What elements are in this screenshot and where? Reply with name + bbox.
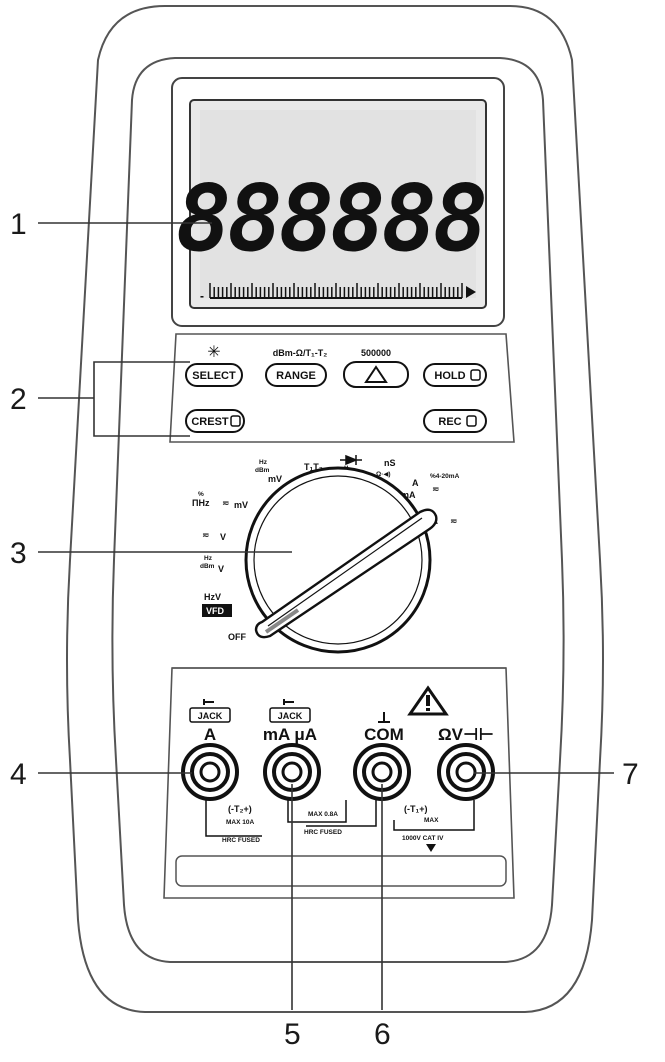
lcd-digits: 888888 (176, 165, 485, 272)
dial-label-hz: Hz (259, 459, 268, 466)
jack-note-max: MAX (424, 817, 439, 824)
diode-icon (340, 454, 362, 466)
jack-note-t1: (-T₁+) (404, 804, 427, 814)
dial-label-a: A (412, 478, 419, 488)
dial-label-dbm-v: dBm (200, 563, 215, 570)
svg-text:RANGE: RANGE (276, 370, 316, 382)
callout-2: 2 (10, 383, 27, 416)
jack-bracket-v (393, 800, 475, 831)
jack-label-com: COM (364, 725, 404, 744)
dial-label-dc-mv: mV (234, 500, 248, 510)
bottom-slot (175, 855, 507, 887)
warning-icon (407, 685, 449, 716)
dial-label-acdc-hz-top: ≂ (432, 484, 440, 494)
crest-button[interactable]: CREST (185, 409, 245, 433)
jack-note-hrc-ma: HRC FUSED (304, 829, 342, 836)
dial-label-v-ac: V (218, 564, 224, 574)
dial-label-diode: Ω·◀) (376, 471, 391, 478)
dial-label-pct: % (198, 491, 204, 498)
svg-text:CREST: CREST (191, 416, 229, 428)
jack-note-max08a: MAX 0.8A (308, 811, 338, 818)
dial-label-acdc-v: ≂ (202, 530, 210, 540)
rec-indicator-icon (466, 415, 477, 427)
range-caption: dBm-Ω/T₁-T₂ (273, 348, 327, 358)
jack-label-ohm-v: ΩV⊣⊢ (438, 725, 494, 744)
dial-label-acdc-mv: ≂ (222, 498, 230, 508)
svg-text:JACK: JACK (198, 711, 223, 721)
callout-6: 6 (374, 1018, 391, 1051)
dial-label-t1t2: T₁T₂ (304, 462, 323, 472)
callout-4: 4 (10, 758, 27, 791)
delta-caption: 500000 (361, 348, 391, 358)
range-button[interactable]: RANGE (265, 363, 327, 387)
jack-com[interactable] (353, 743, 411, 801)
dial-label-ma: mA (401, 490, 416, 500)
hold-button[interactable]: HOLD (423, 363, 487, 387)
dial-label-dbm: dBm (255, 467, 270, 474)
jack-bracket-com (306, 800, 377, 827)
jack-note-t2: (-T₂+) (228, 804, 252, 814)
svg-text:JACK: JACK (278, 711, 303, 721)
svg-text:HOLD: HOLD (434, 370, 465, 382)
jack-note-cat: 1000V CAT IV (402, 835, 444, 842)
rotary-switch[interactable] (244, 466, 438, 654)
rec-button[interactable]: REC (423, 409, 487, 433)
ground-symbol-icon (378, 712, 390, 723)
select-button[interactable]: SELECT (185, 363, 243, 387)
dial-label-ns: nS (384, 458, 396, 468)
bar-graph (209, 283, 463, 299)
jack-note-max10a: MAX 10A (226, 819, 254, 826)
jack-label-a: A (204, 725, 216, 744)
jack-ohm-v[interactable] (437, 743, 495, 801)
hold-indicator-icon (470, 369, 481, 381)
ground-arrow-icon (426, 844, 436, 852)
jack-a[interactable] (181, 743, 239, 801)
callout-lines (38, 222, 614, 1010)
dial-label-pct420: %4-20mA (430, 473, 460, 480)
backlight-icon: ✳ (207, 344, 220, 361)
callout-1: 1 (10, 208, 27, 241)
dial-label-mv-ac: mV (268, 474, 282, 484)
callout-7: 7 (622, 758, 639, 791)
jack-bracket-ma (287, 800, 347, 823)
callout-3: 3 (10, 537, 27, 570)
delta-button[interactable] (343, 361, 409, 388)
dial-label-ohm-hz: ΠHz (192, 498, 210, 508)
jack-label-ma-ua: mA μA (263, 725, 317, 744)
dial-label-hzv: HzV (204, 592, 221, 602)
jack-tag-a: JACK (189, 699, 231, 723)
bargraph-minus: - (200, 289, 204, 303)
crest-indicator-icon (230, 415, 241, 427)
dial-label-off: OFF (228, 632, 246, 642)
dial-label-vfd: VFD (206, 606, 225, 616)
dial-label-v-dc: V (220, 532, 226, 542)
dial-label-hz-v: Hz (204, 555, 213, 562)
rotary-pointer (254, 508, 438, 639)
bargraph-arrow-icon (466, 286, 476, 298)
delta-icon (364, 365, 388, 383)
jack-note-hrc-a: HRC FUSED (222, 837, 260, 844)
dial-label-acdc-hz-ua: ≂ (450, 516, 458, 526)
jack-tag-ma: JACK (269, 699, 311, 723)
callout-5: 5 (284, 1018, 301, 1051)
svg-text:SELECT: SELECT (192, 370, 236, 382)
svg-text:REC: REC (438, 416, 461, 428)
jack-bracket-a (205, 800, 262, 837)
